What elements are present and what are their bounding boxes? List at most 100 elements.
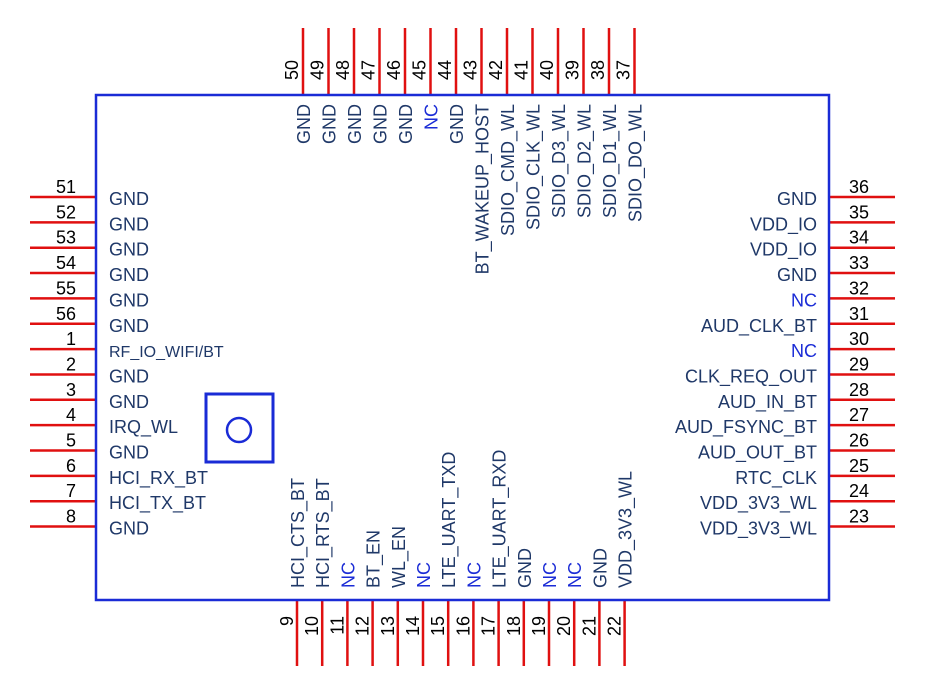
pin-label-bottom: HCI_CTS_BT [288, 478, 309, 588]
pin-number-top: 40 [537, 60, 557, 80]
pin-number-left: 51 [56, 177, 76, 197]
pin-label-top: GND [345, 104, 365, 144]
pin-number-top: 49 [308, 60, 328, 80]
pin-number-bottom: 12 [353, 616, 373, 636]
pin-number-top: 41 [512, 60, 532, 80]
pin-label-bottom: NC [540, 562, 560, 588]
pin-label-left: GND [109, 316, 149, 336]
pin-number-top: 44 [435, 60, 455, 80]
pin-number-top: 42 [486, 60, 506, 80]
pin-label-right: AUD_OUT_BT [698, 443, 817, 464]
labels-layer: 51GND52GND53GND54GND55GND56GND1RF_IO_WIF… [56, 60, 869, 636]
pin-label-top: GND [371, 104, 391, 144]
pin-label-left: HCI_RX_BT [109, 468, 208, 489]
pin-label-bottom: NC [338, 562, 358, 588]
pin-number-bottom: 22 [605, 616, 625, 636]
pin-number-left: 54 [56, 253, 76, 273]
pin-label-right: VDD_3V3_WL [700, 493, 817, 514]
pin-label-top: GND [396, 104, 416, 144]
pin-label-bottom: NC [464, 562, 484, 588]
pin-number-left: 53 [56, 228, 76, 248]
pin-label-bottom: VDD_3V3_WL [616, 471, 637, 588]
pin-number-top: 39 [563, 60, 583, 80]
pin-number-bottom: 11 [327, 616, 347, 635]
pin-label-left: GND [109, 366, 149, 386]
pin-label-left: GND [109, 189, 149, 209]
pin-label-bottom: BT_EN [364, 530, 385, 588]
pin-number-bottom: 9 [277, 616, 297, 626]
pin-number-bottom: 20 [554, 616, 574, 636]
pin-number-left: 3 [66, 380, 76, 400]
pin-label-bottom: WL_EN [389, 526, 410, 588]
pin-number-right: 24 [849, 481, 869, 501]
pin-number-top: 50 [282, 60, 302, 80]
chip-body [94, 93, 831, 602]
pin-label-left: GND [109, 392, 149, 412]
pin-number-right: 32 [849, 278, 869, 298]
pin-number-left: 7 [66, 481, 76, 501]
pin-number-top: 43 [461, 60, 481, 80]
pin-number-top: 47 [359, 60, 379, 80]
pin-number-bottom: 18 [504, 616, 524, 636]
pin-number-left: 2 [66, 354, 76, 374]
pin-label-bottom: HCI_RTS_BT [313, 478, 334, 588]
pin-label-left: GND [109, 265, 149, 285]
pin-label-top: GND [294, 104, 314, 144]
pin-label-right: AUD_CLK_BT [701, 316, 817, 337]
pin-label-top: SDIO_D3_WL [549, 104, 570, 218]
pin-number-right: 34 [849, 228, 869, 248]
pin-number-right: 29 [849, 354, 869, 374]
pin-number-right: 25 [849, 456, 869, 476]
pin-label-bottom: GND [590, 548, 610, 588]
pin-label-left: RF_IO_WIFI/BT [109, 344, 224, 361]
pin-label-right: VDD_3V3_WL [700, 519, 817, 540]
pin-number-left: 55 [56, 278, 76, 298]
pin-label-left: GND [109, 240, 149, 260]
pin-number-bottom: 10 [302, 616, 322, 636]
pin-number-right: 28 [849, 380, 869, 400]
pin-label-top: SDIO_CMD_WL [498, 104, 519, 236]
pin-number-bottom: 16 [453, 616, 473, 636]
pin-number-bottom: 19 [529, 616, 549, 636]
pin-number-right: 26 [849, 431, 869, 451]
pin-label-right: NC [791, 290, 817, 310]
pin-number-right: 27 [849, 405, 869, 425]
pin-label-top: GND [320, 104, 340, 144]
pin-label-top: GND [447, 104, 467, 144]
pin-label-top: SDIO_DO_WL [626, 104, 647, 222]
pin-label-top: NC [422, 104, 442, 130]
pin-number-right: 35 [849, 202, 869, 222]
pin-label-bottom: NC [565, 562, 585, 588]
pin-label-left: GND [109, 290, 149, 310]
pin-number-left: 52 [56, 202, 76, 222]
pin-number-left: 1 [66, 329, 76, 349]
pin-label-right: VDD_IO [750, 240, 817, 261]
pin-number-right: 36 [849, 177, 869, 197]
pin1-marker-icon [204, 392, 275, 464]
pin-number-bottom: 14 [403, 616, 423, 636]
pin-label-bottom: NC [414, 562, 434, 588]
pin-number-left: 6 [66, 456, 76, 476]
pin-label-right: GND [777, 189, 817, 209]
pin-label-right: CLK_REQ_OUT [685, 366, 817, 387]
pin-label-right: RTC_CLK [735, 468, 817, 489]
pins-layer [30, 28, 895, 666]
pin-number-top: 48 [333, 60, 353, 80]
pin-number-bottom: 15 [428, 616, 448, 636]
pin-number-bottom: 17 [479, 616, 499, 636]
pin-label-right: AUD_IN_BT [718, 392, 817, 413]
pin-number-right: 31 [849, 304, 869, 324]
pin-number-top: 38 [588, 60, 608, 80]
pin-label-bottom: LTE_UART_TXD [439, 452, 460, 588]
pin-label-left: GND [109, 214, 149, 234]
pin-label-right: NC [791, 341, 817, 361]
pin-number-left: 56 [56, 304, 76, 324]
pin-label-left: IRQ_WL [109, 417, 178, 438]
pin-number-right: 23 [849, 507, 869, 527]
pin-label-top: BT_WAKEUP_HOST [473, 104, 494, 274]
pin-label-right: VDD_IO [750, 214, 817, 235]
pin-number-bottom: 13 [378, 616, 398, 636]
pin-number-bottom: 21 [579, 616, 599, 636]
pin-number-right: 33 [849, 253, 869, 273]
